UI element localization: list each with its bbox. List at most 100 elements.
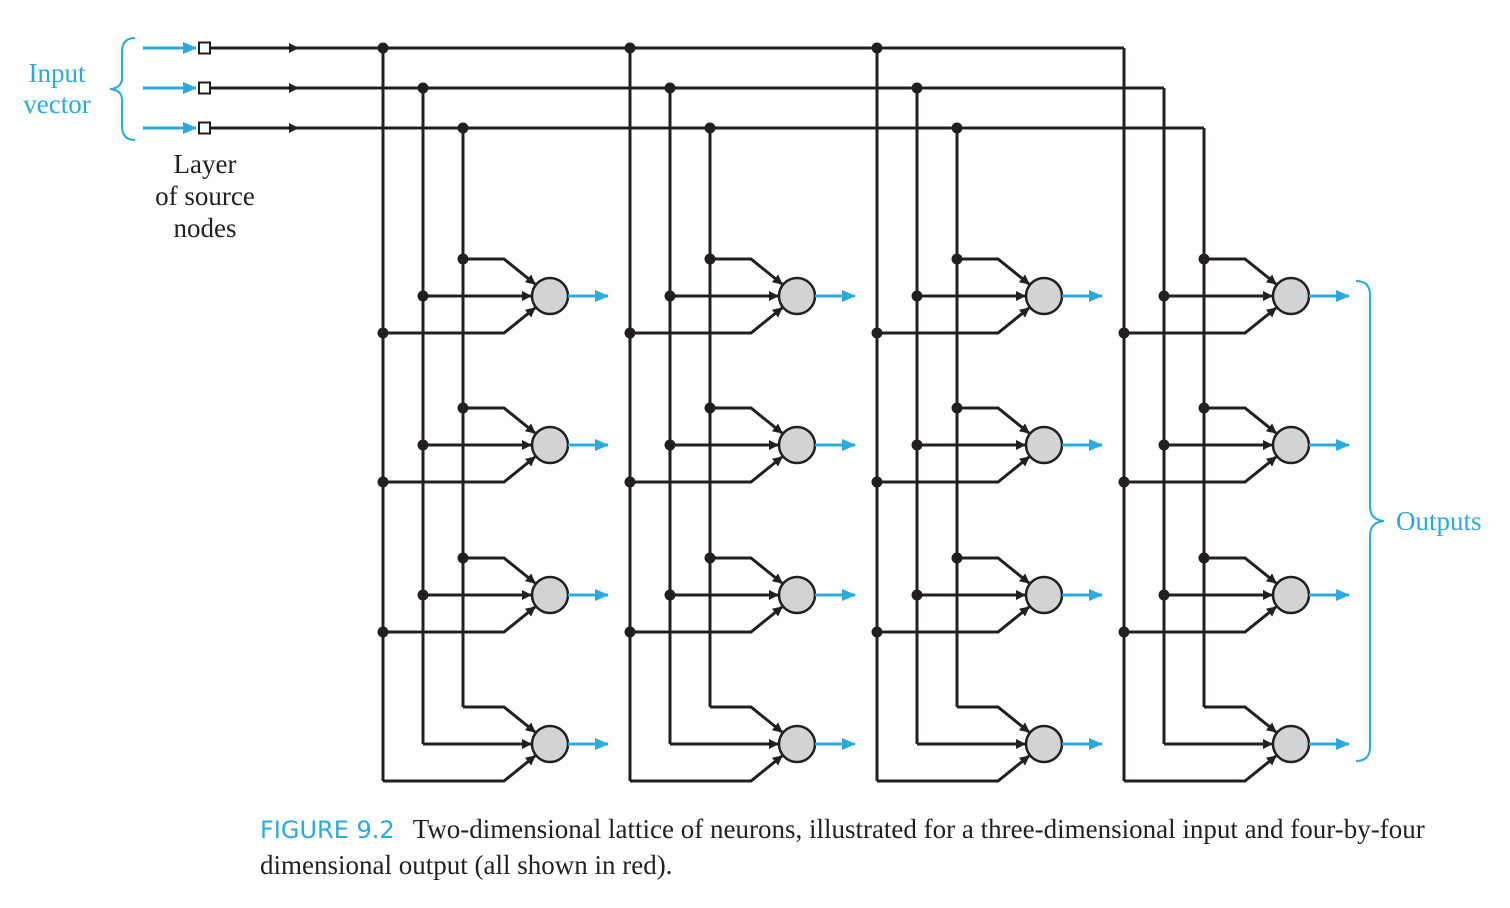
tap-dot-bottom-c4-r3 bbox=[1118, 626, 1130, 638]
tap-dot-mid-c4-r2 bbox=[1158, 439, 1170, 451]
synapse-bottom-c1-r4 bbox=[383, 754, 536, 783]
bus-junction-1-1 bbox=[377, 42, 389, 54]
neuron-c2-r3 bbox=[777, 575, 817, 615]
synapse-top-c3-r4 bbox=[957, 705, 1030, 734]
tap-dot-top-c3-r2 bbox=[951, 402, 963, 414]
figure-number: FIGURE 9.2 bbox=[260, 816, 395, 844]
tap-dot-top-c1-r2 bbox=[457, 402, 469, 414]
bus-junction-2-1 bbox=[624, 42, 636, 54]
synapse-top-c1-r3 bbox=[463, 556, 536, 585]
caption-text: Two-dimensional lattice of neurons, illu… bbox=[260, 814, 1425, 880]
neuron-c4-r3 bbox=[1271, 575, 1311, 615]
synapse-bottom-c4-r3 bbox=[1124, 605, 1277, 634]
bus-junction-1-2 bbox=[417, 82, 429, 94]
synapse-top-c2-r2 bbox=[710, 406, 783, 435]
synapse-top-c3-r1 bbox=[957, 257, 1030, 286]
synapse-bottom-c3-r2 bbox=[877, 455, 1030, 484]
source-node-1 bbox=[198, 41, 211, 55]
bus-junction-1-3 bbox=[457, 122, 469, 134]
tap-dot-bottom-c4-r2 bbox=[1118, 476, 1130, 488]
neuron-c3-r3 bbox=[1024, 575, 1064, 615]
input-brace bbox=[109, 37, 136, 141]
synapse-top-c4-r4 bbox=[1204, 705, 1277, 734]
synapse-bottom-c1-r1 bbox=[383, 306, 536, 335]
source-layer-label-line1: Layer bbox=[174, 149, 237, 179]
synapse-top-c3-r3 bbox=[957, 556, 1030, 585]
neuron-c2-r1 bbox=[777, 276, 817, 316]
tap-dot-bottom-c3-r1 bbox=[871, 327, 883, 339]
tap-dot-mid-c1-r1 bbox=[417, 290, 429, 302]
neuron-c3-r2 bbox=[1024, 425, 1064, 465]
tap-dot-top-c1-r1 bbox=[457, 253, 469, 265]
synapse-bottom-c1-r3 bbox=[383, 605, 536, 634]
outputs-label: Outputs bbox=[1396, 506, 1482, 536]
tap-dot-bottom-c3-r3 bbox=[871, 626, 883, 638]
synapse-top-c2-r1 bbox=[710, 257, 783, 286]
tap-dot-bottom-c2-r3 bbox=[624, 626, 636, 638]
neuron-c4-r1 bbox=[1271, 276, 1311, 316]
tap-dot-top-c4-r2 bbox=[1198, 402, 1210, 414]
source-node-3 bbox=[198, 121, 211, 135]
tap-dot-mid-c2-r3 bbox=[664, 589, 676, 601]
synapse-bottom-c1-r2 bbox=[383, 455, 536, 484]
source-layer-label-line2: of source bbox=[155, 181, 255, 211]
tap-dot-bottom-c1-r3 bbox=[377, 626, 389, 638]
neuron-c1-r3 bbox=[530, 575, 570, 615]
synapse-bottom-c4-r4 bbox=[1124, 754, 1277, 783]
synapse-top-c3-r2 bbox=[957, 406, 1030, 435]
tap-dot-mid-c2-r1 bbox=[664, 290, 676, 302]
tap-dot-bottom-c4-r1 bbox=[1118, 327, 1130, 339]
synapse-top-c1-r1 bbox=[463, 257, 536, 286]
synapse-bottom-c3-r4 bbox=[877, 754, 1030, 783]
synapse-top-c4-r2 bbox=[1204, 406, 1277, 435]
tap-dot-mid-c4-r1 bbox=[1158, 290, 1170, 302]
tap-dot-mid-c1-r3 bbox=[417, 589, 429, 601]
synapse-bottom-c2-r4 bbox=[630, 754, 783, 783]
tap-dot-mid-c4-r3 bbox=[1158, 589, 1170, 601]
synapse-bottom-c2-r2 bbox=[630, 455, 783, 484]
synapse-bottom-c4-r2 bbox=[1124, 455, 1277, 484]
tap-dot-bottom-c2-r2 bbox=[624, 476, 636, 488]
synapse-top-c4-r3 bbox=[1204, 556, 1277, 585]
synapse-top-c4-r1 bbox=[1204, 257, 1277, 286]
synapse-top-c2-r3 bbox=[710, 556, 783, 585]
synapse-bottom-c3-r3 bbox=[877, 605, 1030, 634]
tap-dot-top-c3-r3 bbox=[951, 552, 963, 564]
source-node-2 bbox=[198, 81, 211, 95]
synapse-bottom-c3-r1 bbox=[877, 306, 1030, 335]
outputs-brace bbox=[1355, 280, 1385, 762]
source-layer-label-line3: nodes bbox=[174, 213, 237, 243]
bus-junction-2-3 bbox=[704, 122, 716, 134]
tap-dot-bottom-c1-r1 bbox=[377, 327, 389, 339]
tap-dot-bottom-c1-r2 bbox=[377, 476, 389, 488]
synapse-bottom-c2-r3 bbox=[630, 605, 783, 634]
tap-dot-bottom-c3-r2 bbox=[871, 476, 883, 488]
neuron-c2-r2 bbox=[777, 425, 817, 465]
neuron-c2-r4 bbox=[777, 724, 817, 764]
tap-dot-top-c2-r3 bbox=[704, 552, 716, 564]
tap-dot-mid-c3-r2 bbox=[911, 439, 923, 451]
bus-junction-2-2 bbox=[664, 82, 676, 94]
neuron-c1-r2 bbox=[530, 425, 570, 465]
tap-dot-top-c1-r3 bbox=[457, 552, 469, 564]
synapse-bottom-c4-r1 bbox=[1124, 306, 1277, 335]
tap-dot-mid-c3-r3 bbox=[911, 589, 923, 601]
neuron-c1-r4 bbox=[530, 724, 570, 764]
tap-dot-top-c3-r1 bbox=[951, 253, 963, 265]
neuron-c4-r4 bbox=[1271, 724, 1311, 764]
neuron-group bbox=[530, 276, 1350, 764]
tap-dot-bottom-c2-r1 bbox=[624, 327, 636, 339]
tap-dot-mid-c2-r2 bbox=[664, 439, 676, 451]
input-vector-label-line2: vector bbox=[23, 89, 90, 119]
tap-dot-top-c4-r1 bbox=[1198, 253, 1210, 265]
neuron-c3-r1 bbox=[1024, 276, 1064, 316]
neuron-c1-r1 bbox=[530, 276, 570, 316]
tap-dot-mid-c1-r2 bbox=[417, 439, 429, 451]
tap-dot-top-c2-r2 bbox=[704, 402, 716, 414]
input-vector-label-line1: Input bbox=[29, 58, 86, 88]
bus-junction-3-3 bbox=[951, 122, 963, 134]
synapse-top-c1-r2 bbox=[463, 406, 536, 435]
bus-junction-3-2 bbox=[911, 82, 923, 94]
